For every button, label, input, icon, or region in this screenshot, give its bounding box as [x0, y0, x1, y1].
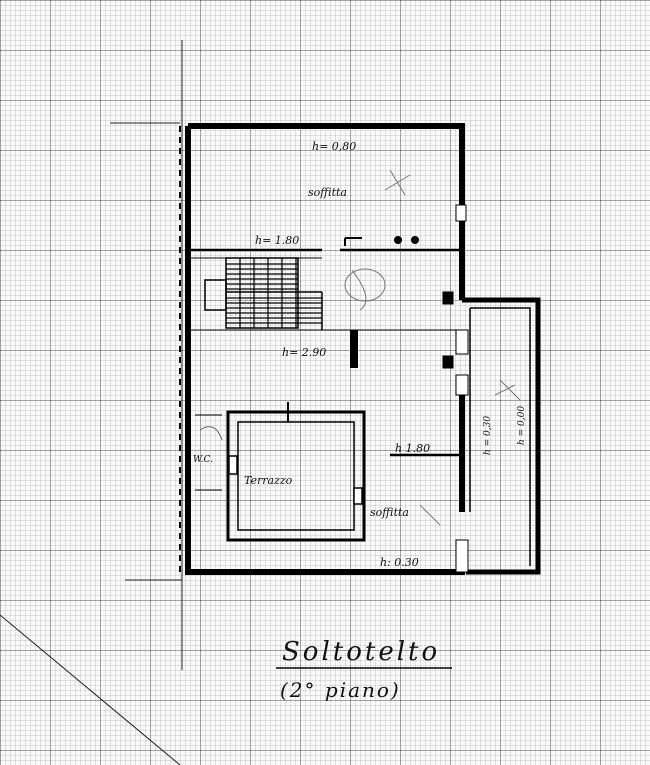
terrace [226, 402, 366, 542]
wc-lines [195, 414, 222, 491]
wall-niche-1 [455, 329, 469, 355]
drawing-title: Soltotelto (2° piano) [276, 637, 452, 702]
room-labels: h= 0,80 soffitta h= 1.80 h= 2.90 h 1.80 … [193, 140, 527, 569]
terrace-door-right [353, 487, 363, 505]
right-wall-fixtures [442, 204, 469, 573]
label-wc: W.C. [193, 455, 213, 465]
label-h-stair: h= 1.80 [255, 234, 299, 247]
wc-marks [195, 414, 223, 491]
wall-vent-top [455, 204, 467, 222]
pencil-circle [344, 268, 386, 302]
pencil-tick-bottom [419, 504, 441, 526]
label-soffitta-top: soffitta [308, 186, 347, 199]
label-h-right-mid: h 1.80 [395, 442, 430, 455]
label-h-mid: h= 2.90 [282, 346, 326, 359]
staircase [204, 257, 323, 330]
subtitle-text: (2° piano) [280, 678, 401, 702]
diagonal-line [0, 614, 181, 765]
terrace-door-left [228, 455, 238, 475]
column [350, 330, 358, 368]
pencil-scribble [351, 269, 367, 311]
interior-walls [188, 248, 462, 457]
post-mark-1 [394, 236, 402, 244]
label-h-vertical-b: h = 0,00 [517, 406, 527, 445]
annex-inner-wall [470, 307, 531, 566]
wc-sketch [199, 426, 223, 441]
stair-treads [226, 258, 322, 328]
outer-wall-top-right [188, 123, 465, 300]
post-mark-2 [411, 236, 419, 244]
label-soffitta-bottom: soffitta [370, 506, 409, 519]
right-annex [462, 297, 541, 575]
title-text: Soltotelto [282, 637, 440, 667]
wall-opening-bottom [455, 539, 469, 573]
top-openings [344, 236, 419, 246]
pencil-cross-top [384, 169, 411, 196]
annex-outer-wall [462, 297, 541, 575]
label-h-top: h= 0,80 [312, 140, 356, 153]
chimney-flue-1 [442, 291, 454, 305]
chimney-flue-2 [442, 355, 454, 369]
pencil-cross-right [494, 379, 521, 401]
stair-landing-box [204, 279, 227, 311]
terrace-outer [226, 410, 366, 542]
construction-lines [0, 40, 183, 765]
pencil-marks [344, 169, 521, 526]
wall-niche-2 [455, 374, 469, 396]
label-terrazzo: Terrazzo [244, 474, 293, 487]
label-h-bottom: h: 0.30 [380, 556, 419, 569]
terrace-inner [237, 421, 355, 531]
label-h-vertical-a: h = 0,30 [483, 416, 493, 455]
